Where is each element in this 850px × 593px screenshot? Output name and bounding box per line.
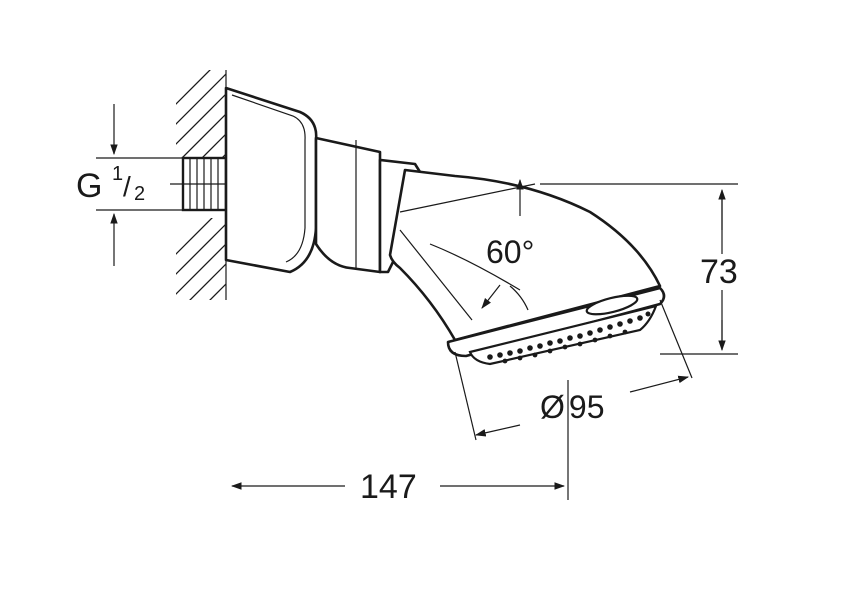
wall-hatching: [176, 70, 227, 300]
length-label: 147: [360, 468, 417, 506]
angle-label: 60°: [486, 234, 534, 270]
height-label: 73: [700, 253, 738, 291]
height-dimension: 73: [540, 183, 738, 355]
thread-dimension: G 1 / 2: [76, 104, 183, 266]
thread-numerator: 1: [112, 163, 123, 185]
thread-slash: /: [123, 171, 131, 202]
length-dimension: 147: [230, 380, 569, 506]
diameter-value: 95: [569, 389, 605, 425]
wall-hatch-top: [176, 70, 226, 158]
thread-prefix: G: [76, 167, 102, 205]
diameter-symbol: Ø: [540, 389, 565, 425]
angle-dimension: 60°: [399, 178, 536, 321]
nozzle-dots: [487, 311, 651, 364]
shower-head: [388, 168, 666, 366]
wall-hatch-bottom: [176, 218, 226, 300]
thread-denominator: 2: [134, 183, 145, 205]
